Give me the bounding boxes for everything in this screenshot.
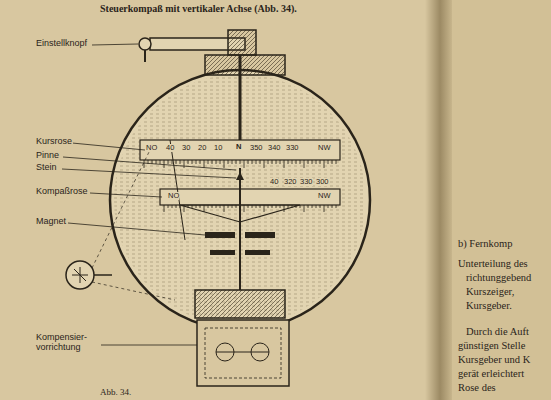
top-cap (205, 55, 285, 75)
dial-number: NO (146, 144, 157, 152)
adjust-knob (139, 38, 151, 50)
lubber-line (170, 140, 185, 240)
dial-number: NW (318, 144, 331, 152)
page-text: b) Fernkomp (458, 238, 513, 250)
compass-card (160, 189, 340, 205)
stem (239, 55, 242, 140)
light-ray (92, 282, 175, 300)
lamp-symbol (66, 261, 94, 289)
part-label: Einstellknopf (35, 39, 88, 49)
page-text: Kursgeber und K (458, 354, 530, 366)
gear-housing (228, 30, 256, 55)
part-label: Magnet (35, 217, 67, 227)
heading: Steuerkompaß mit vertikaler Achse (Abb. … (100, 3, 297, 14)
page-text: richtunggebend (466, 272, 531, 284)
dial-number: 350 (250, 144, 263, 152)
jewel (236, 172, 244, 180)
part-label: Stein (35, 163, 58, 173)
dial-number: 10 (214, 144, 222, 152)
part-label: Kursrose (35, 137, 73, 147)
dial-number: 300 (316, 178, 329, 186)
light-ray (92, 150, 150, 268)
page-text: günstigen Stelle (458, 340, 525, 352)
magnet-bar (210, 250, 235, 255)
dial-number: 40 (270, 178, 278, 186)
magnet-bar (245, 232, 275, 238)
dial-number: N (236, 143, 241, 151)
pivot (239, 168, 241, 290)
part-label: Pinne (35, 151, 60, 161)
page-text: Kurszeiger, (466, 286, 514, 298)
dial-number: 330 (300, 178, 313, 186)
dial-number: NW (318, 192, 331, 200)
page-text: Rose des (458, 382, 496, 394)
part-label: Kompaßrose (35, 187, 89, 197)
dial-number: 30 (182, 144, 190, 152)
dial-number: 340 (268, 144, 281, 152)
magnet-bar (245, 250, 270, 255)
compensator-box (197, 320, 289, 386)
page-text: Kursgeber. (466, 300, 512, 312)
right-page (452, 0, 551, 400)
figure-caption: Abb. 34. (100, 388, 131, 398)
dial-number: 330 (286, 144, 299, 152)
magnet-bar (205, 232, 235, 238)
dial-number: NO (168, 192, 179, 200)
page-text: Durch die Auft (466, 326, 529, 338)
dial-number: 320 (284, 178, 297, 186)
page-text: Unterteilung des (458, 258, 528, 270)
dial-number: 20 (198, 144, 206, 152)
bowl-base (195, 290, 285, 318)
page-text: gerät erleichtert (458, 368, 524, 380)
part-label: Kompensier- vorrichtung (35, 333, 101, 353)
page-gutter (425, 0, 455, 400)
dial-number: 40 (166, 144, 174, 152)
